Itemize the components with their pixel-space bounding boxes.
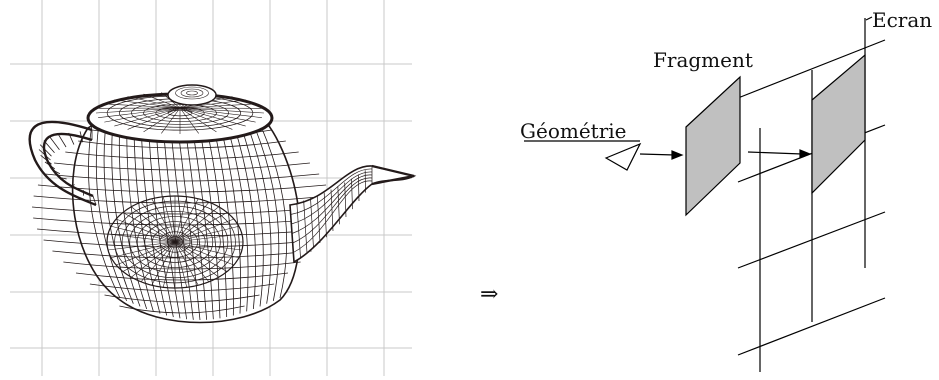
arrow-geometry-to-fragment bbox=[640, 154, 675, 155]
screen-pixel bbox=[812, 55, 865, 193]
fragment-shape bbox=[686, 77, 740, 215]
arrow-fragment-to-screen bbox=[748, 152, 802, 154]
arrow-head bbox=[672, 151, 682, 159]
implies-arrow: ⇒ bbox=[480, 284, 498, 306]
fragment-label: Fragment bbox=[653, 50, 753, 70]
geometry-triangle bbox=[606, 144, 640, 170]
ecran-label: Ecran bbox=[872, 10, 932, 30]
arrow-head bbox=[800, 150, 810, 158]
geometrie-label: Géométrie bbox=[520, 121, 626, 141]
